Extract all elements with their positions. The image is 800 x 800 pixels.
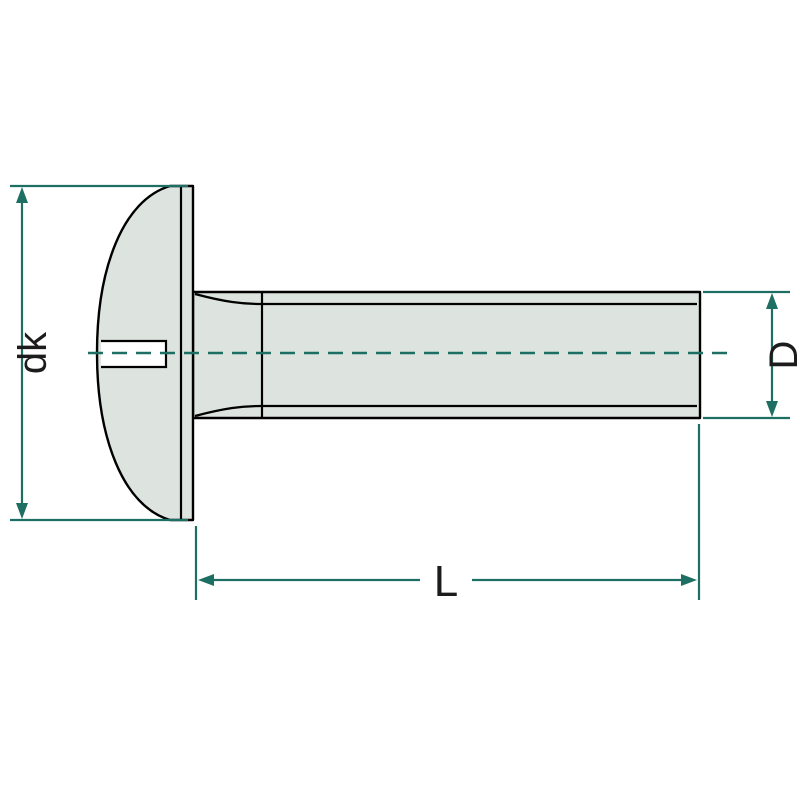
l-arrow-right-icon <box>681 574 697 586</box>
dk-arrow-up-icon <box>16 187 28 203</box>
d-arrow-down-icon <box>766 401 778 417</box>
screw-slot <box>101 339 168 369</box>
l-label: L <box>434 557 458 606</box>
l-arrow-left-icon <box>198 574 214 586</box>
screw-shank <box>191 290 702 420</box>
dk-label: dk <box>11 331 55 374</box>
thread-runout-top <box>194 292 263 306</box>
dimension-l: L <box>194 424 701 606</box>
dimension-dk: dk <box>10 184 188 522</box>
thread-runout-bottom <box>194 404 263 418</box>
d-arrow-up-icon <box>766 293 778 309</box>
d-label: D <box>762 341 800 370</box>
dk-arrow-down-icon <box>16 503 28 519</box>
dimension-d: D <box>703 290 800 420</box>
